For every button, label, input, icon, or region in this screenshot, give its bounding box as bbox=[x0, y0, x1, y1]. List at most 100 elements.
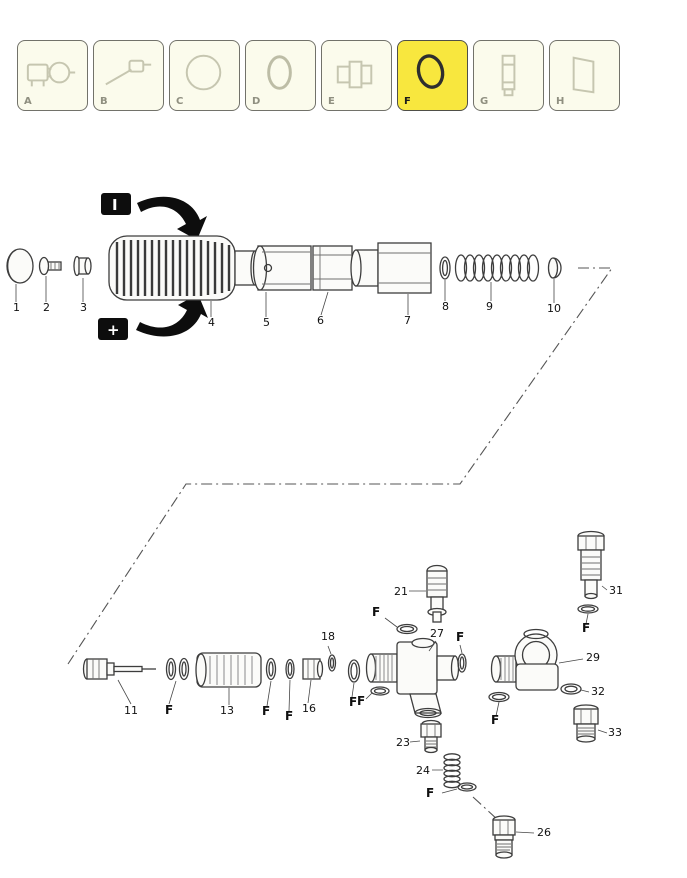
phantom-line bbox=[67, 267, 614, 665]
o-ring-f-tee-lower bbox=[370, 686, 390, 696]
panel-icon bbox=[572, 56, 595, 94]
seal-label-f: F bbox=[357, 694, 365, 708]
unscrew-badge-label: I bbox=[112, 196, 118, 214]
part-31-cartridge bbox=[577, 530, 605, 600]
tab-letter: B bbox=[100, 96, 108, 107]
seal-label-f: F bbox=[372, 605, 380, 619]
part-label-10: 10 bbox=[547, 302, 561, 315]
plug-icon bbox=[501, 54, 516, 97]
seal-label-f: F bbox=[349, 695, 357, 709]
tab-section-a[interactable]: A bbox=[17, 40, 88, 111]
part-26-nipple bbox=[492, 815, 516, 859]
part-32-ring bbox=[560, 683, 582, 695]
pump-icon bbox=[26, 61, 76, 87]
o-ring-f-28 bbox=[457, 653, 467, 673]
o-ring-f-15 bbox=[285, 658, 295, 680]
part-2 bbox=[38, 256, 62, 276]
coupling-icon bbox=[336, 60, 373, 89]
part-4-knob bbox=[108, 235, 260, 301]
part-label-27: 27 bbox=[430, 627, 444, 640]
part-27-tee-body bbox=[365, 637, 460, 719]
part-label-26: 26 bbox=[537, 826, 551, 839]
tab-letter: D bbox=[252, 96, 261, 107]
part-label-18: 18 bbox=[321, 630, 335, 643]
part-label-8: 8 bbox=[442, 300, 449, 313]
part-label-1: 1 bbox=[13, 301, 20, 314]
part-23 bbox=[420, 719, 442, 754]
part-label-9: 9 bbox=[486, 300, 493, 313]
part-label-5: 5 bbox=[263, 316, 270, 329]
part-label-2: 2 bbox=[43, 301, 50, 314]
part-label-11: 11 bbox=[124, 704, 138, 717]
part-24-spring bbox=[443, 753, 461, 789]
o-ring-f-29-lower bbox=[488, 691, 510, 703]
part-label-29: 29 bbox=[586, 651, 600, 664]
part-16 bbox=[302, 658, 324, 680]
part-7 bbox=[350, 242, 432, 294]
tab-letter: F bbox=[404, 96, 411, 107]
rotate-ccw-arrow-icon bbox=[137, 196, 207, 240]
part-label-21: 21 bbox=[394, 585, 408, 598]
part-label-7: 7 bbox=[404, 314, 411, 327]
tab-section-g[interactable]: G bbox=[473, 40, 544, 111]
tab-section-c[interactable]: C bbox=[169, 40, 240, 111]
seal-label-f: F bbox=[456, 630, 464, 644]
ring-icon bbox=[185, 54, 222, 91]
seal-label-f: F bbox=[491, 713, 499, 727]
part-label-16: 16 bbox=[302, 702, 316, 715]
tab-section-h[interactable]: H bbox=[549, 40, 620, 111]
part-33-plug bbox=[573, 704, 599, 743]
tighten-badge: + bbox=[98, 318, 128, 340]
o-ring-icon bbox=[416, 54, 445, 89]
o-ring-f-14 bbox=[265, 657, 277, 681]
part-label-23: 23 bbox=[396, 736, 410, 749]
phantom-line-lower bbox=[472, 796, 499, 821]
tab-section-f-selected[interactable]: F bbox=[397, 40, 468, 111]
o-ring-f-20 bbox=[396, 623, 418, 635]
tab-letter: E bbox=[328, 96, 335, 107]
unscrew-badge: I bbox=[101, 193, 131, 215]
rotate-cw-arrow-icon bbox=[136, 294, 208, 337]
part-label-4: 4 bbox=[208, 316, 215, 329]
o-ring-f-25 bbox=[457, 782, 477, 792]
part-label-32: 32 bbox=[591, 685, 605, 698]
part-6 bbox=[312, 245, 353, 291]
part-11 bbox=[82, 658, 156, 680]
leader-line bbox=[15, 276, 555, 317]
seal-label-f: F bbox=[165, 703, 173, 717]
part-label-3: 3 bbox=[80, 301, 87, 314]
tab-section-d[interactable]: D bbox=[245, 40, 316, 111]
o-ring-f-12 bbox=[165, 657, 190, 681]
part-9-spring bbox=[454, 254, 540, 282]
spray-gun-icon bbox=[105, 59, 152, 86]
section-tab-bar: A B C D E bbox=[17, 40, 620, 111]
part-21 bbox=[426, 564, 448, 623]
part-5 bbox=[252, 245, 312, 291]
part-label-13: 13 bbox=[220, 704, 234, 717]
part-label-31: 31 bbox=[609, 584, 623, 597]
part-29-body bbox=[490, 628, 559, 691]
part-3 bbox=[73, 255, 92, 277]
part-1 bbox=[6, 248, 34, 284]
o-ring-f-31-lower bbox=[577, 604, 599, 614]
tab-section-e[interactable]: E bbox=[321, 40, 392, 111]
part-18 bbox=[327, 654, 337, 672]
o-ring-f-17 bbox=[347, 659, 361, 683]
part-13-sleeve bbox=[195, 652, 262, 688]
seal-label-f: F bbox=[285, 709, 293, 723]
tab-section-b[interactable]: B bbox=[93, 40, 164, 111]
part-8-o-ring bbox=[439, 256, 451, 280]
tab-letter: C bbox=[176, 96, 184, 107]
tighten-badge-label: + bbox=[107, 321, 120, 339]
part-10 bbox=[547, 257, 562, 279]
part-label-33: 33 bbox=[608, 726, 622, 739]
seal-label-f: F bbox=[262, 704, 270, 718]
tab-letter: A bbox=[24, 96, 32, 107]
part-label-6: 6 bbox=[317, 314, 324, 327]
tab-letter: H bbox=[556, 96, 565, 107]
seal-label-f: F bbox=[582, 621, 590, 635]
oval-ring-icon bbox=[267, 55, 292, 90]
tab-letter: G bbox=[480, 96, 489, 107]
leader-line-lower bbox=[117, 585, 608, 834]
